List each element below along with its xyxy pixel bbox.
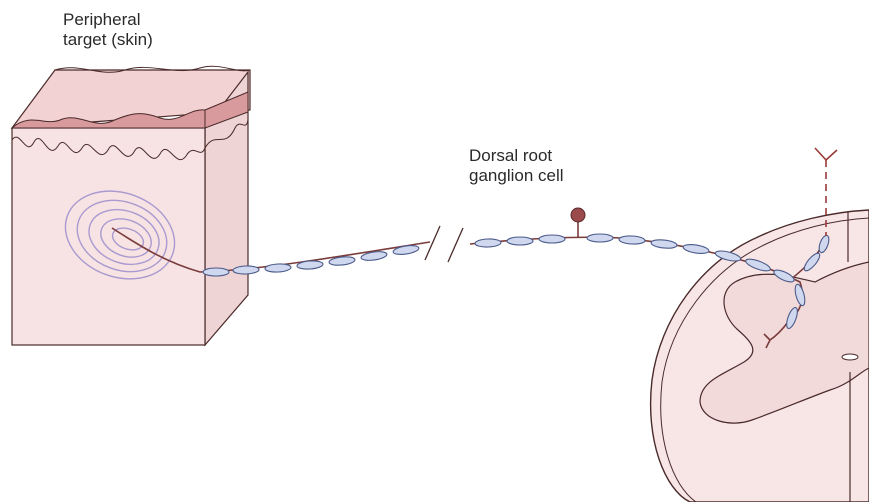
skin-front-face	[12, 128, 205, 345]
central-canal	[842, 354, 858, 360]
ganglion-cell-body	[571, 208, 585, 238]
axon-break-marks	[425, 226, 463, 262]
skin-block	[12, 66, 250, 345]
spinal-cord	[651, 210, 869, 502]
